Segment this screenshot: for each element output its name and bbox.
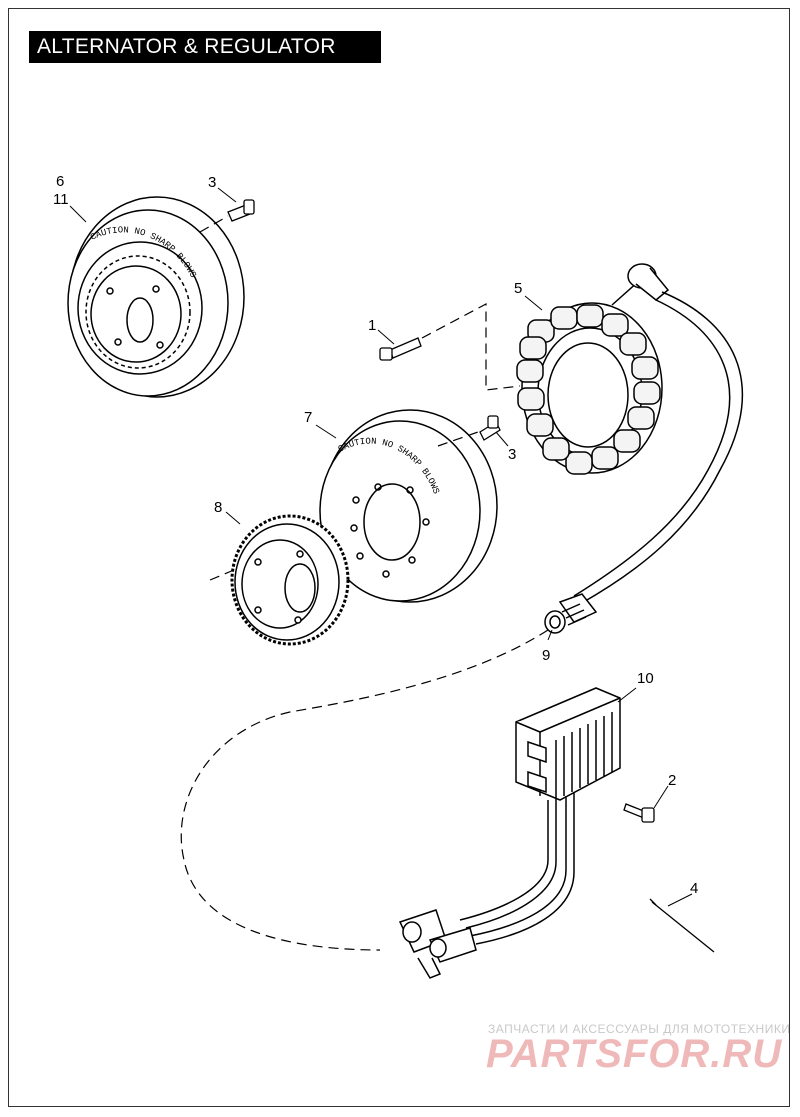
callout-leaders — [69, 187, 693, 907]
stator-cable — [573, 263, 744, 605]
callout-1: 1 — [368, 317, 376, 334]
callout-6: 6 — [56, 173, 64, 190]
stator[interactable] — [516, 302, 663, 475]
sprocket[interactable] — [230, 514, 350, 646]
page-frame — [8, 8, 790, 1107]
cable-tie-4[interactable] — [649, 898, 715, 953]
callout-3-upper: 3 — [208, 174, 216, 191]
bolt-2[interactable] — [623, 803, 655, 823]
watermark-subtitle: ЗАПЧАСТИ И АКСЕССУАРЫ ДЛЯ МОТОТЕХНИКИ — [488, 1022, 791, 1036]
bolt-3-lower[interactable] — [479, 415, 501, 441]
callout-8: 8 — [214, 499, 222, 516]
callout-11: 11 — [53, 191, 69, 208]
regulator-wires — [459, 792, 575, 945]
page-title: ALTERNATOR & REGULATOR — [29, 31, 381, 63]
callout-3-lower: 3 — [508, 446, 516, 463]
callout-9: 9 — [542, 647, 550, 664]
bolt-3-upper[interactable] — [227, 199, 255, 222]
callout-4: 4 — [690, 880, 698, 897]
connector-9[interactable] — [544, 593, 598, 634]
assembly-lines — [180, 215, 549, 951]
regulator[interactable] — [515, 687, 621, 801]
callout-2: 2 — [668, 772, 676, 789]
bolt-1[interactable] — [379, 337, 422, 361]
callout-7: 7 — [304, 409, 312, 426]
regulator-plugs[interactable] — [398, 909, 477, 979]
watermark-brand: PARTSFOR.RU — [486, 1032, 783, 1076]
callout-5: 5 — [514, 280, 522, 297]
rotor-upper[interactable]: CAUTION NO SHARP BLOWS — [67, 196, 245, 398]
callout-10: 10 — [637, 670, 654, 687]
rotor-lower[interactable]: CAUTION NO SHARP BLOWS — [319, 409, 498, 603]
